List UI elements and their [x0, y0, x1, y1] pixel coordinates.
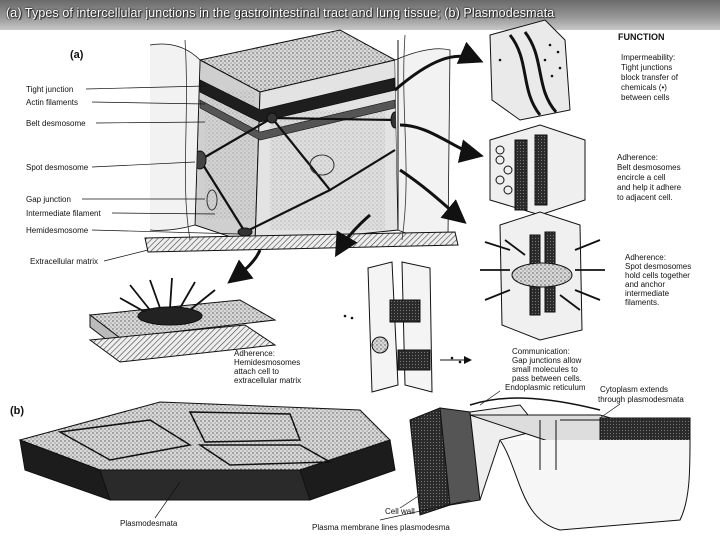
label-cytoplasm-line-1: Cytoplasm extends [600, 385, 668, 394]
cell-block-illustration [145, 30, 458, 252]
impermeability-text: Impermeability: Tight junctions block tr… [621, 53, 679, 102]
plant-tissue-illustration [20, 402, 395, 500]
belt-line-4: and help it adhere [617, 183, 682, 192]
hemi-line-3: attach cell to [234, 367, 279, 376]
label-extracellular-matrix: Extracellular matrix [30, 257, 98, 266]
part-a-label: (a) [70, 49, 84, 61]
belt-function-text: Adherence: Belt desmosomes encircle a ce… [617, 153, 682, 202]
belt-line-3: encircle a cell [617, 173, 666, 182]
hemi-function-text: Adherence: Hemidesmosomes attach cell to… [234, 349, 301, 385]
spot-line-3: hold cells together [625, 271, 690, 280]
gap-line-2: Gap junctions allow [512, 356, 582, 365]
gap-line-1: Communication: [512, 347, 570, 356]
belt-line-2: Belt desmosomes [617, 163, 681, 172]
impermeability-line-1: Impermeability: [621, 53, 675, 62]
function-heading: FUNCTION [618, 32, 665, 42]
label-spot-desmosome: Spot desmosome [26, 163, 89, 172]
impermeability-line-4: chemicals (•) [621, 83, 667, 92]
label-cytoplasm-line-2: through plasmodesmata [598, 395, 684, 404]
impermeability-line-3: block transfer of [621, 73, 679, 82]
spot-function-text: Adherence: Spot desmosomes hold cells to… [625, 253, 691, 307]
gap-junction-detail [344, 262, 470, 392]
impermeability-line-5: between cells [621, 93, 669, 102]
gap-line-4: pass between cells. [512, 374, 582, 383]
spot-line-1: Adherence: [625, 253, 666, 262]
label-tight-junction: Tight junction [26, 85, 73, 94]
spot-line-2: Spot desmosomes [625, 262, 691, 271]
hemi-line-2: Hemidesmosomes [234, 358, 300, 367]
belt-line-5: to adjacent cell. [617, 193, 673, 202]
label-cell-wall: Cell wall [385, 507, 415, 516]
gap-line-3: small molecules to [512, 365, 578, 374]
spot-line-5: intermediate [625, 289, 670, 298]
label-intermediate-filament: Intermediate filament [26, 209, 101, 218]
label-hemidesmosome: Hemidesmosome [26, 226, 89, 235]
gap-function-text: Communication: Gap junctions allow small… [512, 347, 582, 383]
part-b-label: (b) [10, 405, 24, 417]
impermeability-line-2: Tight junctions [621, 63, 672, 72]
tight-junction-detail [490, 20, 570, 120]
label-plasmodesmata: Plasmodesmata [120, 519, 178, 528]
spot-desmosome-detail [480, 212, 605, 340]
label-plasma-membrane: Plasma membrane lines plasmodesma [312, 523, 450, 532]
spot-line-6: filaments. [625, 298, 659, 307]
label-endoplasmic-reticulum: Endoplasmic reticulum [505, 383, 586, 392]
belt-desmosome-detail [490, 125, 585, 215]
hemi-line-1: Adherence: [234, 349, 275, 358]
belt-line-1: Adherence: [617, 153, 658, 162]
spot-line-4: and anchor [625, 280, 665, 289]
label-belt-desmosome: Belt desmosome [26, 119, 86, 128]
hemi-line-4: extracellular matrix [234, 376, 301, 385]
plasmodesma-closeup [410, 398, 690, 530]
label-actin-filaments: Actin filaments [26, 98, 78, 107]
label-gap-junction: Gap junction [26, 195, 71, 204]
